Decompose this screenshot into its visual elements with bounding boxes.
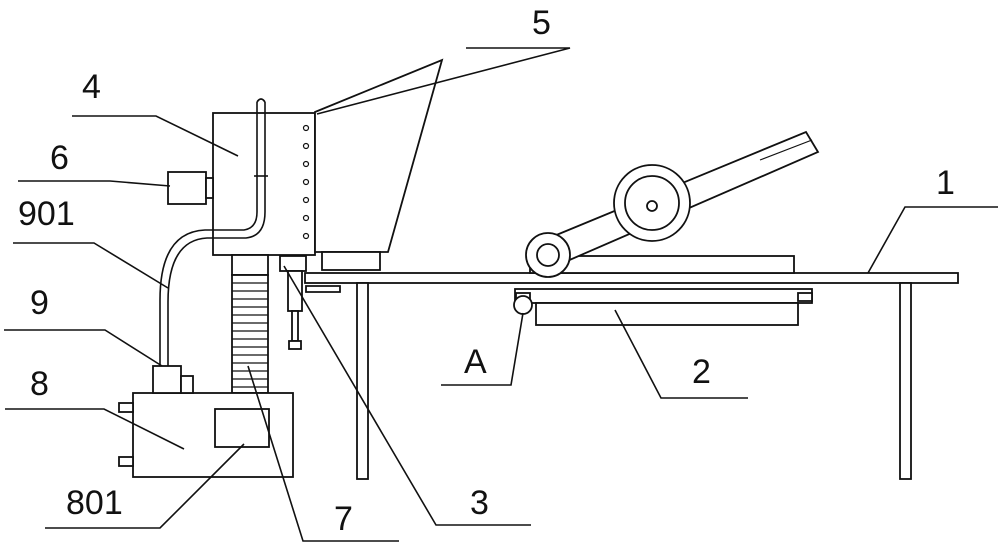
pipe-cap [256,98,266,103]
label-9: 9 [30,284,49,322]
rail [514,288,813,304]
pivot-wheel-inner [536,243,560,267]
leader-9 [4,329,163,367]
label-7: 7 [334,500,353,538]
label-5: 5 [532,4,551,42]
dust-box [212,58,444,271]
hopper [314,58,444,253]
leader-3 [283,265,531,526]
leader-1 [867,206,998,274]
label-2: 2 [692,353,711,391]
leader-lines [4,47,998,542]
pump-side [180,375,194,394]
leader-6 [18,180,171,187]
table-leg-left [356,282,369,480]
leader-901 [13,242,169,289]
bellows-collar [231,254,269,276]
label-3: 3 [470,484,489,522]
label-1: 1 [936,164,955,202]
label-8: 8 [30,365,49,403]
label-801: 801 [66,484,123,522]
tank [118,365,294,478]
saw-assembly [525,130,820,278]
label-A: A [464,343,487,381]
pipe [159,98,268,366]
rail-assembly [513,288,813,326]
tank-port-bottom [118,456,134,467]
labels: 4 5 6 901 9 8 801 7 3 A 2 1 [18,4,955,538]
leader-A [441,312,524,386]
motor-shaft [205,177,214,199]
pump [152,365,182,394]
tank-port-top [118,402,134,413]
bellows-ribs [232,282,268,388]
leader-4 [72,115,239,157]
label-6: 6 [50,139,69,177]
bellows-body [231,274,269,394]
roller [513,295,533,315]
leader-2 [614,309,748,399]
arm-handle-line [759,139,813,161]
leader-8 [5,408,185,450]
lower-box [535,302,799,326]
label-901: 901 [18,195,75,233]
motor [167,171,214,205]
leader-7 [247,365,399,542]
pipe-inner [167,102,266,366]
saw-blade-hub [646,200,658,212]
tank-window [214,408,270,448]
pipe-outer [159,102,258,366]
hopper-outlet [321,251,381,271]
bracket-foot [288,340,302,350]
table-leg-right [899,282,912,480]
motor-body [167,171,207,205]
bracket-arm [305,285,341,293]
bracket [279,255,341,350]
bracket-post [291,310,299,342]
dust-box-body [212,112,316,256]
bracket-top [279,255,307,272]
leader-5 [316,47,571,115]
dust-box-holes [302,124,310,240]
label-4: 4 [82,68,101,106]
rail-end-right [797,292,813,302]
table-top [304,272,959,284]
leader-801 [45,443,245,529]
